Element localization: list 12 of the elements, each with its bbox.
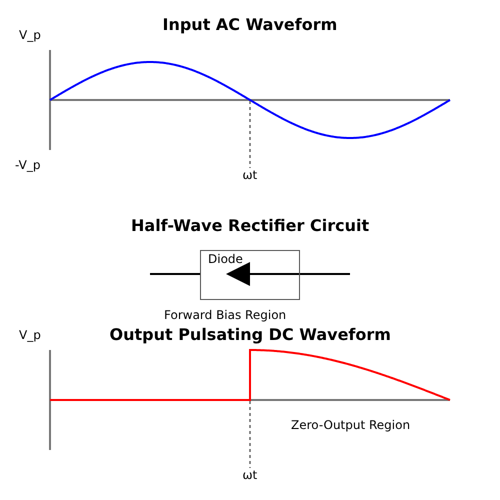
axis-label: V_p <box>19 328 41 342</box>
axis-label: V_p <box>19 28 41 42</box>
component-label: Diode <box>208 252 243 266</box>
region-label: Forward Bias Region <box>164 308 286 322</box>
component-box <box>200 250 300 300</box>
axis-label: -V_p <box>15 158 40 172</box>
axis-label: ωt <box>242 468 258 482</box>
axis-label: ωt <box>242 168 258 182</box>
region-label: Zero-Output Region <box>291 418 410 432</box>
heading: Input AC Waveform <box>162 15 338 34</box>
heading: Output Pulsating DC Waveform <box>110 325 391 344</box>
heading: Half-Wave Rectifier Circuit <box>131 216 370 235</box>
